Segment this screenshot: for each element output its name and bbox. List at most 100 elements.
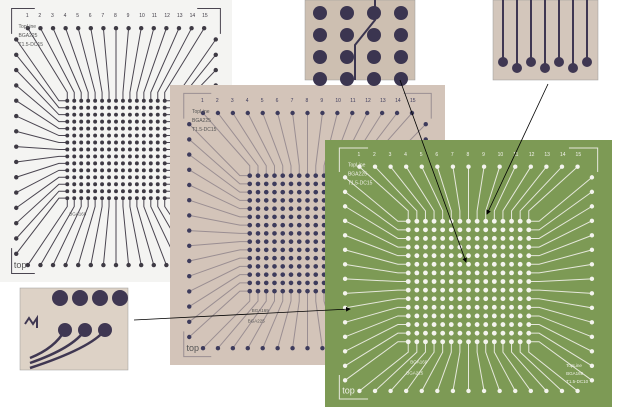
trace-top: [247, 112, 275, 176]
bga-ball-pad: [296, 255, 302, 261]
bga-ball-pad: [141, 119, 146, 124]
bga-ball-pad: [247, 231, 253, 236]
bga-ball-pad: [457, 236, 463, 241]
bga-ball-pad: [457, 253, 463, 259]
bga-ball-pad: [280, 189, 286, 195]
bga-ball-pad: [272, 181, 277, 187]
edge-pad: [388, 388, 393, 394]
bga-ball-pad: [483, 339, 489, 345]
bga-ball-pad: [155, 196, 160, 201]
bga-ball-pad: [305, 231, 310, 236]
bga-ball-pad: [457, 261, 463, 267]
trace-left: [189, 230, 250, 234]
edge-pad: [215, 110, 221, 116]
bga-ball-pad: [79, 98, 84, 103]
bga-ball-pad: [466, 244, 471, 250]
bga-ball-pad: [491, 236, 497, 241]
edge-pad: [575, 388, 580, 394]
trace-top: [452, 166, 461, 222]
edge-pad: [230, 346, 236, 351]
bga-ball-pad: [448, 253, 454, 259]
bga-ball-pad: [405, 330, 411, 336]
column-number: 1: [201, 98, 204, 104]
bga-ball-pad: [247, 222, 253, 228]
bga-ball-pad: [405, 279, 411, 284]
bga-ball-pad: [440, 287, 446, 293]
bga-ball-pad: [474, 279, 480, 284]
bga-ball-pad: [272, 247, 277, 253]
bga-ball-pad: [500, 236, 506, 241]
bga-ball-pad: [162, 161, 167, 166]
trace-bottom: [277, 291, 292, 349]
bga-ball-pad: [255, 206, 261, 211]
bga-ball-pad: [448, 339, 454, 345]
edge-pad: [14, 205, 19, 211]
trace-bottom: [247, 291, 275, 349]
edge-pad: [187, 228, 192, 233]
bga-ball-pad: [474, 339, 480, 345]
edge-pad: [342, 218, 348, 224]
bga-ball-pad: [466, 270, 471, 276]
bga-ball-pad: [79, 189, 84, 194]
edge-pad: [50, 262, 56, 268]
trace-bottom: [122, 198, 130, 266]
bga-ball-pad: [423, 330, 428, 336]
bga-ball-pad: [127, 119, 132, 124]
ball-pad: [367, 50, 381, 64]
bga-ball-pad: [526, 236, 532, 241]
bga-ball-pad: [100, 98, 105, 103]
trace-top: [77, 28, 96, 101]
trace-bottom: [262, 291, 284, 349]
inner-label: BGA169: [410, 359, 428, 364]
bga-ball-pad: [134, 161, 139, 166]
trace-left: [188, 169, 250, 201]
bga-ball-pad: [466, 287, 471, 293]
bga-ball-pad: [141, 140, 146, 145]
bga-ball-pad: [114, 196, 118, 201]
edge-pad: [589, 363, 595, 369]
bga-ball-pad: [93, 133, 98, 138]
trace-bottom: [217, 291, 259, 349]
corner-bracket: [183, 92, 212, 119]
trace-left: [16, 130, 68, 143]
bga-ball-pad: [100, 112, 105, 117]
bga-ball-pad: [263, 239, 269, 244]
bga-ball-pad: [79, 147, 84, 152]
bga-ball-pad: [466, 304, 471, 310]
edge-pad: [335, 110, 340, 116]
bga-ball-pad: [296, 181, 302, 187]
bga-ball-pad: [517, 296, 523, 302]
edge-pad: [25, 262, 31, 268]
bga-ball-pad: [431, 322, 437, 327]
bga-ball-pad: [100, 154, 105, 159]
bga-ball-pad: [414, 313, 420, 319]
bga-ball-pad: [65, 105, 70, 110]
trace-left: [189, 184, 250, 210]
bga-ball-pad: [517, 218, 523, 224]
edge-pad: [342, 175, 348, 180]
bga-ball-pad: [263, 222, 269, 228]
trace-top: [217, 112, 259, 176]
ball-pad: [394, 72, 408, 86]
bga-ball-pad: [405, 313, 411, 319]
bga-ball-pad: [305, 206, 310, 211]
bga-ball-pad: [457, 304, 463, 310]
bga-ball-pad: [483, 253, 489, 259]
bga-ball-pad: [448, 296, 454, 302]
bga-ball-pad: [107, 189, 111, 194]
column-number: 7: [451, 152, 454, 158]
bga-ball-pad: [474, 236, 480, 241]
bga-ball-pad: [313, 239, 319, 244]
bga-ball-pad: [93, 161, 98, 166]
bga-ball-pad: [500, 270, 506, 276]
bga-ball-pad: [440, 339, 446, 345]
trace-top: [493, 166, 516, 222]
bga-ball-pad: [296, 272, 302, 277]
edge-pad: [200, 110, 206, 116]
bga-ball-pad: [305, 264, 310, 269]
edge-pad: [151, 262, 156, 268]
edge-pad: [403, 164, 409, 169]
trace-right: [528, 234, 593, 257]
edge-pad: [151, 26, 156, 31]
bga-ball-pad: [280, 214, 286, 220]
